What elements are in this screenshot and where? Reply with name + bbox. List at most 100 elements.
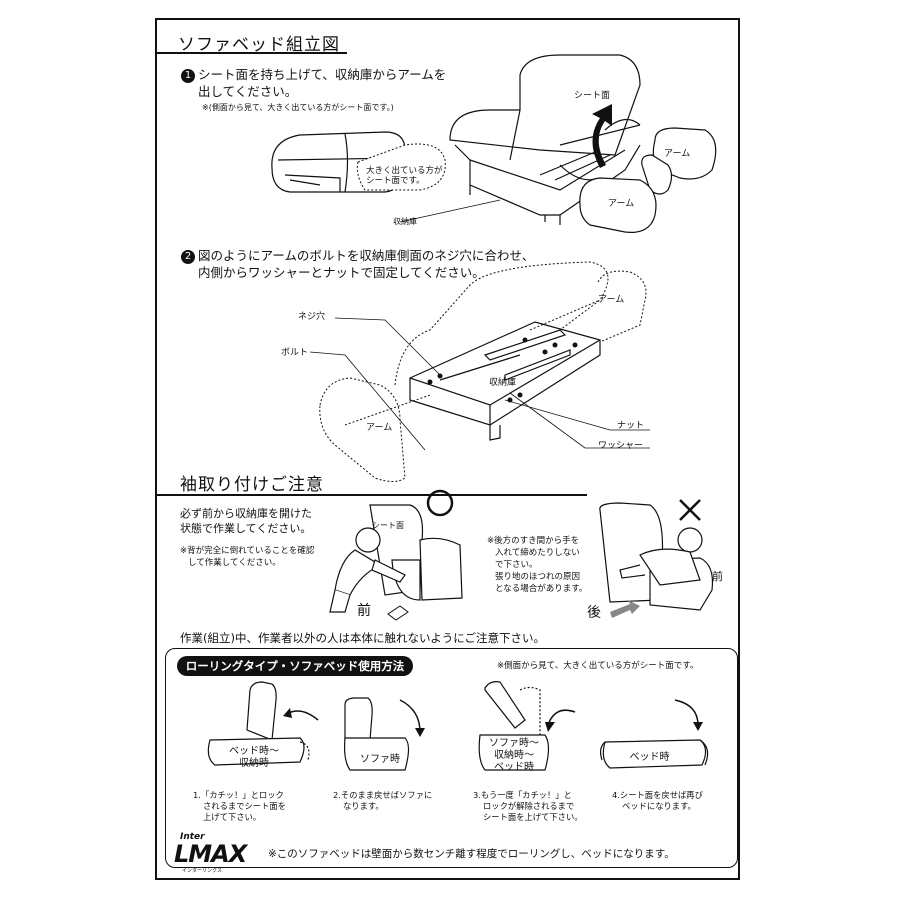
front-label-ng: 前 [712, 570, 723, 583]
panel3-label3: ベッド時 [494, 762, 534, 773]
panel3-arrow [547, 709, 576, 726]
sofa-outline-dashed [319, 261, 647, 482]
ng-worker-drawing [619, 527, 703, 586]
screw-hole-label: ネジ穴 [298, 312, 326, 322]
seat-callout: 大きく出ている方が シート面です。 [366, 166, 443, 186]
caution-title: 袖取り付けご注意 [180, 475, 324, 495]
logo-top: Inter [180, 832, 205, 842]
panel2-cap2: なります。 [343, 801, 384, 811]
nut-label: ナット [617, 421, 645, 431]
storage-leader [399, 199, 501, 223]
panel2-caption: 2.そのまま戻せばソファに なります。 [333, 790, 432, 812]
step2-number: 2 [181, 250, 195, 264]
panel1-cap2: されるまでシート面を [203, 801, 286, 811]
step1-number: 1 [181, 69, 195, 83]
panel4-drawing [599, 739, 709, 769]
caution-note1: ※背が完全に倒れていることを確認 [180, 546, 315, 556]
caution-note2: して作業してください。 [188, 558, 281, 568]
panel1-label2: 収納時 [239, 758, 269, 769]
panel1-label1: ベッド時～ [229, 746, 279, 757]
page-title: ソファベッド組立図 [178, 35, 340, 55]
panel4-cap2: ベッドになります。 [622, 801, 696, 811]
panel3-cap2: ロックが解除されるまで [483, 801, 575, 811]
title-underline [157, 52, 347, 54]
bolt-label: ボルト [281, 348, 309, 358]
rolling-title: ローリングタイプ・ソファベッド使用方法 [177, 656, 413, 676]
panel3-caption: 3.もう一度「カチッ！」と ロックが解除されるまで シート面を上げて下さい。 [473, 790, 583, 823]
assembly-guides [344, 299, 601, 426]
arm-label-1: アーム [664, 149, 691, 159]
callout-line1: 大きく出ている方が [366, 166, 443, 176]
arm-label-2: アーム [608, 199, 635, 209]
panel3-label2: 収納時～ [494, 750, 534, 761]
ng-text-5: となる場合があります。 [495, 584, 588, 594]
storage-box [409, 321, 601, 441]
panel1-caption: 1.「カチッ！」とロック されるまでシート面を 上げて下さい。 [193, 790, 286, 823]
caution-underline [157, 494, 587, 496]
rolling-usage-box [165, 648, 738, 868]
panel1-drawing [207, 681, 310, 766]
ok-mark [426, 489, 454, 517]
caution-instruction: 必ず前から収納庫を開けた 状態で作業してください。 [180, 506, 312, 536]
panel4-label: ベッド時 [629, 752, 670, 763]
panel4-cap1: 4.シート面を戻せば再び [612, 790, 703, 800]
step1-line1: シート面を持ち上げて、収納庫からアームを [198, 67, 447, 82]
logo-main: LMAX [174, 840, 247, 868]
step1-line2: 出してください。 [198, 84, 298, 99]
panel1-label: ベッド時～ 収納時 [220, 746, 288, 770]
panel4-arrow [674, 699, 699, 726]
panel3-cap3: シート面を上げて下さい。 [483, 812, 583, 822]
rolling-note: ※側面から見て、大きく出ている方がシート面です。 [497, 661, 699, 671]
ng-text-4: 張り地のほつれの原因 [495, 572, 581, 582]
storage-box-label: 収納庫 [489, 378, 517, 388]
arm-left-label: アーム [366, 423, 393, 433]
washer-label: ワッシャー [598, 441, 644, 451]
step2-line1: 図のようにアームのボルトを収納庫側面のネジ穴に合わせ、 [198, 248, 535, 263]
panel3-drawing [478, 681, 550, 771]
panel3-label1: ソファ時～ [489, 738, 539, 749]
panel3-cap1: 3.もう一度「カチッ！」と [473, 790, 572, 800]
assembly-warning: 作業(組立)中、作業者以外の人は本体に触れないようにご注意下さい。 [180, 631, 546, 645]
panel2-arrow [399, 699, 421, 733]
callout-bubble [356, 143, 446, 191]
ng-text-3: で下さい。 [495, 560, 538, 570]
caution-line2: 状態で作業してください。 [180, 522, 312, 535]
ng-text-1: ※後方のすき間から手を [487, 536, 580, 546]
panel2-drawing [343, 697, 410, 771]
leader-lines [309, 317, 650, 451]
step1-note: ※(側面から見て、大きく出ている方がシート面です。) [202, 103, 394, 112]
panel1-cap3: 上げて下さい。 [203, 812, 262, 822]
ng-mark [679, 499, 701, 521]
panel1-cap1: 1.「カチッ！」とロック [193, 790, 284, 800]
ok-worker-drawing [329, 527, 406, 613]
front-arrow-ok [387, 605, 409, 621]
ng-warning-text: ※後方のすき間から手を 入れて締めたりしない で下さい。 張り地のほつれの原因 … [487, 535, 587, 595]
page-frame [155, 18, 740, 880]
front-label-ok: 前 [357, 603, 371, 619]
seat-label: シート面 [574, 91, 611, 101]
lift-arrow [592, 104, 612, 168]
back-arrow-ng [610, 600, 640, 618]
storage-label: 収納庫 [393, 217, 417, 226]
panel2-cap1: 2.そのまま戻せばソファに [333, 790, 433, 800]
arm-right-label: アーム [598, 295, 625, 305]
panel3-label: ソファ時～ 収納時～ ベッド時 [483, 738, 545, 774]
caution-seat-label: シート面 [372, 521, 404, 530]
back-label: 後 [587, 605, 601, 621]
arm-cushions [579, 127, 717, 233]
interlmax-logo: Inter LMAX インターリンクス [172, 832, 252, 876]
arm-arrow-1 [604, 119, 641, 131]
callout-line2: シート面です。 [366, 176, 425, 186]
rolling-footer: ※このソファベッドは壁面から数センチ離す程度でローリングし、ベッドになります。 [268, 848, 675, 860]
caution-line1: 必ず前から収納庫を開けた [180, 507, 312, 520]
logo-sub: インターリンクス [182, 868, 222, 874]
panel4-caption: 4.シート面を戻せば再び ベッドになります。 [612, 790, 703, 812]
caution-note: ※背が完全に倒れていることを確認 して作業してください。 [180, 545, 314, 569]
ng-text-2: 入れて締めたりしない [495, 548, 580, 558]
